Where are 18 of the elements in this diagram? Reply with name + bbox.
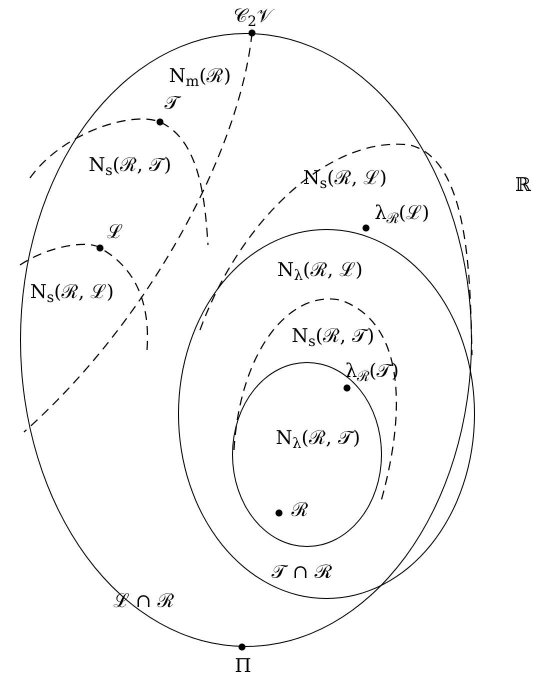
region-label: 𝒯 ∩ ℛ: [272, 560, 332, 585]
math-label: N$_{s}$(ℛ, 𝒯): [292, 324, 374, 350]
math-label: N$_{s}$(ℛ, ℒ): [303, 166, 387, 192]
math-label: λ$_{ℛ}$(𝒯): [345, 358, 399, 386]
region-label: N$_{λ}$(ℛ, ℒ): [277, 258, 363, 284]
math-label: ℝ: [515, 172, 531, 198]
region-label: N$_{λ}$(ℛ, 𝒯): [276, 426, 360, 452]
ellipse-region: [178, 229, 475, 599]
region-label: ℒ ∩ ℛ: [114, 588, 174, 614]
math-label: ℛ: [292, 498, 308, 523]
math-label: N$_{s}$(ℛ, ℒ): [30, 280, 114, 306]
math-label: Π: [234, 654, 252, 679]
math-label: 𝒯: [164, 90, 180, 116]
math-label: N$_{m}$(ℛ): [169, 64, 231, 90]
math-label: λ$_{ℛ}$(ℒ): [374, 200, 430, 228]
math-label: 𝒞$_{2}$𝒱: [233, 4, 273, 30]
math-label: N$_{s}$(ℛ, 𝒯): [88, 152, 172, 180]
math-label: ℒ: [107, 220, 123, 245]
